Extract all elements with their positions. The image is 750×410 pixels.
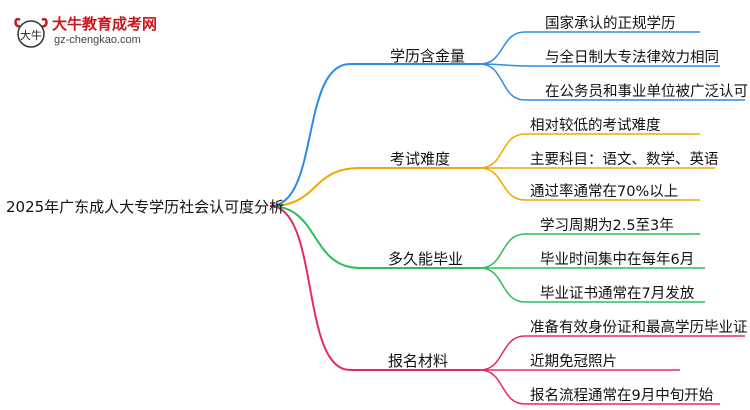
connector-branch-4-leaf-1 [479,335,745,371]
site-logo: 大牛 大牛教育成考网 gz-chengkao.com [8,12,178,52]
bull-logo-icon: 大牛 [14,17,48,48]
branch-3-leaf-3: 毕业证书通常在7月发放 [540,286,695,302]
branch-4-leaf-1: 准备有效身份证和最高学历毕业证 [530,320,748,336]
root-topic: 2025年广东成人大专学历社会认可度分析 [6,198,285,216]
branch-4-label: 报名材料 [388,352,449,370]
branch-1-leaf-3: 在公务员和事业单位被广泛认可 [545,84,748,100]
branch-2-leaf-1: 相对较低的考试难度 [530,118,661,134]
branch-1-label: 学历含金量 [390,47,466,65]
connector-branch-2-leaf-1 [479,133,700,169]
connector-root-branch-2 [269,167,480,207]
branch-4-leaf-3: 报名流程通常在9月中旬开始 [530,388,714,404]
branch-2-leaf-3: 通过率通常在70%以上 [530,184,679,200]
connector-branch-1-leaf-2 [479,63,720,67]
connector-root-branch-4 [269,205,480,371]
logo-url: gz-chengkao.com [54,34,141,46]
branch-3-leaf-2: 毕业时间集中在每年6月 [540,252,695,268]
logo-title: 大牛教育成考网 [52,15,158,33]
branch-1-leaf-2: 与全日制大专法律效力相同 [545,50,719,66]
branch-2-leaf-2: 主要科目：语文、数学、英语 [530,152,719,168]
connector-root-branch-1 [269,63,480,207]
connector-branch-1-leaf-1 [479,31,700,65]
branch-3-leaf-1: 学习周期为2.5至3年 [540,218,674,234]
connector-branch-3-leaf-1 [479,233,700,269]
connector-branch-3-leaf-3 [479,267,705,303]
branch-3-label: 多久能毕业 [388,250,464,268]
connector-root-branch-3 [269,205,480,269]
logo-mark-text: 大牛 [20,28,42,42]
connector-branch-2-leaf-3 [479,167,700,201]
connector-branch-1-leaf-3 [479,63,745,101]
connector-branch-4-leaf-3 [479,369,720,405]
branch-2-label: 考试难度 [390,150,451,168]
branch-1-leaf-1: 国家承认的正规学历 [545,16,676,32]
branch-4-leaf-2: 近期免冠照片 [530,354,617,370]
